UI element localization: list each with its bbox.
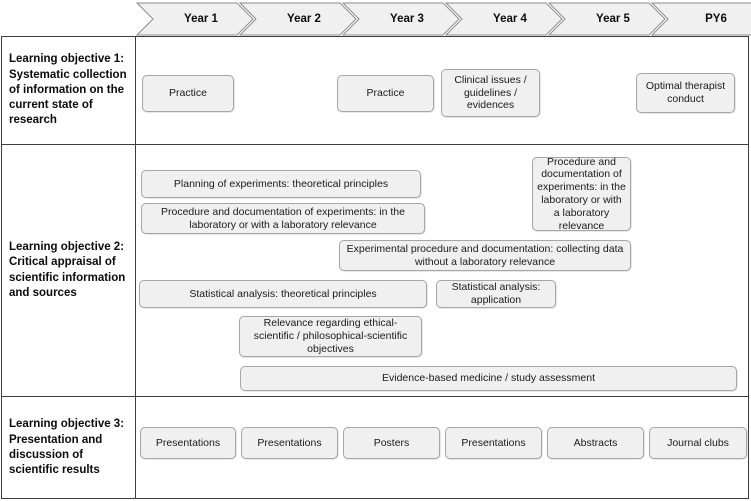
task-box[interactable]: Planning of experiments: theoretical pri… [141, 170, 421, 198]
task-box-label: Statistical analysis: application [451, 281, 541, 306]
task-box-label: Planning of experiments: theoretical pri… [173, 177, 389, 190]
timeline-step-year-4[interactable]: Year 4 [445, 2, 563, 36]
chevron-shape-icon [239, 2, 357, 36]
timeline-header: Year 1 Year 2 Year 3 Year 4 Year 5 PY6 [136, 2, 751, 36]
matrix-row: Learning objective 1: Systematic collect… [2, 37, 748, 145]
matrix-row: Learning objective 3: Presentation and d… [2, 397, 748, 499]
timeline-step-label: PY6 [705, 13, 727, 25]
task-box-label: Procedure and documentation of experimen… [537, 155, 626, 232]
task-box[interactable]: Relevance regarding ethical-scientific /… [239, 316, 422, 357]
timeline-step-year-3[interactable]: Year 3 [342, 2, 460, 36]
timeline-step-label: Year 4 [493, 13, 527, 25]
chevron-shape-icon [136, 2, 254, 36]
task-box-label: Presentations [257, 436, 322, 449]
task-box[interactable]: Procedure and documentation of experimen… [532, 155, 631, 232]
timeline-step-year-1[interactable]: Year 1 [136, 2, 254, 36]
task-box-label: Relevance regarding ethical-scientific /… [253, 317, 408, 355]
task-box[interactable]: Abstracts [547, 427, 644, 459]
task-box-label: Presentations [155, 436, 221, 449]
learning-objective-3-label: Learning objective 3: Presentation and d… [2, 397, 136, 499]
learning-objective-2-label: Learning objective 2: Critical appraisal… [2, 145, 136, 396]
task-box-label: Journal clubs [667, 436, 729, 449]
task-box[interactable]: Posters [343, 427, 440, 459]
timeline-step-label: Year 3 [390, 13, 424, 25]
timeline-step-year-5[interactable]: Year 5 [548, 2, 666, 36]
task-box[interactable]: Journal clubs [649, 427, 747, 459]
task-box-label: Posters [373, 436, 410, 449]
task-box-label: Experimental procedure and documentation… [346, 242, 624, 268]
task-box-label: Evidence-based medicine / study assessme… [381, 372, 596, 385]
task-box[interactable]: Presentations [445, 427, 542, 459]
task-box[interactable]: Procedure and documentation of experimen… [141, 203, 425, 234]
task-box[interactable]: Evidence-based medicine / study assessme… [240, 366, 737, 391]
task-box-label: Statistical analysis: theoretical princi… [189, 287, 377, 300]
learning-objective-1-label: Learning objective 1: Systematic collect… [2, 37, 136, 144]
timeline-step-year-2[interactable]: Year 2 [239, 2, 357, 36]
task-box[interactable]: Statistical analysis: application [436, 280, 556, 308]
task-box-label: Procedure and documentation of experimen… [161, 205, 405, 231]
learning-objective-2-content: Planning of experiments: theoretical pri… [137, 145, 748, 396]
task-box-label: Practice [366, 87, 405, 100]
chevron-shape-icon [342, 2, 460, 36]
timeline-step-label: Year 1 [184, 13, 218, 25]
task-box-label: Clinical issues / guidelines / evidences [454, 73, 527, 112]
timeline-step-py6[interactable]: PY6 [651, 2, 751, 36]
task-box[interactable]: Clinical issues / guidelines / evidences [441, 69, 540, 117]
task-box[interactable]: Practice [337, 75, 434, 112]
task-box[interactable]: Statistical analysis: theoretical princi… [139, 280, 427, 308]
task-box[interactable]: Presentations [140, 427, 236, 459]
timeline-step-label: Year 5 [596, 13, 630, 25]
matrix-row: Learning objective 2: Critical appraisal… [2, 145, 748, 397]
chevron-shape-icon [548, 2, 666, 36]
timeline-step-label: Year 2 [287, 13, 321, 25]
chevron-shape-icon [445, 2, 563, 36]
learning-objective-3-content: Presentations Presentations Posters Pres… [137, 397, 748, 499]
learning-objective-1-content: Practice Practice Clinical issues / guid… [137, 37, 748, 144]
task-box-label: Optimal therapist conduct [645, 80, 726, 105]
task-box[interactable]: Experimental procedure and documentation… [339, 240, 631, 271]
task-box[interactable]: Presentations [241, 427, 338, 459]
task-box[interactable]: Practice [142, 75, 234, 112]
task-box-label: Abstracts [573, 436, 618, 449]
chevron-shape-icon [651, 2, 751, 36]
task-box[interactable]: Optimal therapist conduct [636, 73, 735, 113]
task-box-label: Presentations [461, 436, 526, 449]
task-box-label: Practice [169, 87, 207, 100]
curriculum-matrix-table: Learning objective 1: Systematic collect… [1, 36, 749, 499]
